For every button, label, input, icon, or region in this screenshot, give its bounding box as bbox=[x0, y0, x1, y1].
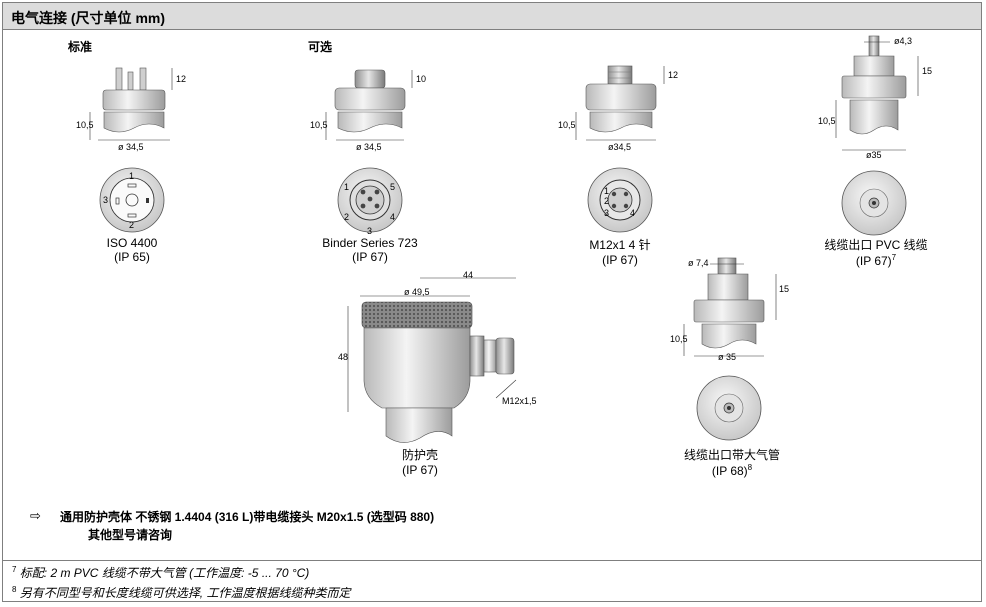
m12-face-view bbox=[587, 167, 653, 233]
iso-dia: ø 34,5 bbox=[118, 142, 144, 152]
iso-pin-2: 2 bbox=[129, 220, 135, 230]
label-standard: 标准 bbox=[68, 40, 93, 54]
iso4400-name: ISO 4400 bbox=[106, 236, 158, 250]
iso-h2: 10,5 bbox=[76, 120, 94, 130]
housing-name: 防护壳 bbox=[401, 448, 438, 462]
m12-name: M12x1 4 针 bbox=[589, 238, 651, 252]
pvc-cable-face-view bbox=[841, 170, 907, 236]
footnote-7-text: 标配: 2 m PVC 线缆不带大气管 (工作温度: -5 ... 70 °C) bbox=[19, 566, 310, 580]
section-title: 电气连接 (尺寸单位 mm) bbox=[11, 10, 165, 26]
binder-pin-4: 4 bbox=[390, 212, 396, 222]
vent-cable-side-view bbox=[683, 257, 777, 357]
m12-pin-4: 4 bbox=[630, 208, 636, 218]
pvc-cable-side-view bbox=[835, 35, 919, 151]
vent-cable-ip: (IP 68) bbox=[711, 464, 748, 478]
pvc-cable-name: 线缆出口 PVC 线缆 bbox=[824, 238, 928, 252]
binder-side-view bbox=[325, 69, 413, 141]
caption-binder: Binder Series 723 (IP 67) bbox=[300, 236, 440, 264]
m12-dia: ø34,5 bbox=[608, 142, 632, 152]
arrow-icon: ⇨ bbox=[30, 508, 41, 523]
iso4400-side-view bbox=[89, 67, 173, 141]
footnote-8-num: 8 bbox=[12, 585, 17, 594]
housing-thread: M12x1,5 bbox=[502, 396, 537, 406]
pvc-h2: 10,5 bbox=[818, 116, 836, 126]
binder-pin-1: 1 bbox=[344, 182, 350, 192]
note-line-2: 其他型号请咨询 bbox=[88, 528, 173, 542]
m12-ip: (IP 67) bbox=[602, 253, 638, 267]
vent-dia: ø 35 bbox=[718, 352, 737, 362]
binder-face-view bbox=[337, 167, 403, 233]
footnote-separator bbox=[2, 560, 982, 561]
housing-height: 48 bbox=[338, 352, 349, 362]
iso4400-face-view bbox=[99, 167, 165, 233]
m12-pin-1: 1 bbox=[604, 186, 610, 196]
pvc-h1: 15 bbox=[922, 66, 933, 76]
caption-m12: M12x1 4 针 (IP 67) bbox=[570, 236, 670, 267]
iso-h1: 12 bbox=[176, 74, 187, 84]
iso-pin-3: 3 bbox=[103, 195, 109, 205]
note-line-1: 通用防护壳体 不锈钢 1.4404 (316 L)带电缆接头 M20x1.5 (… bbox=[60, 510, 435, 524]
binder-dia: ø 34,5 bbox=[356, 142, 382, 152]
vent-cable-face-view bbox=[696, 375, 762, 441]
vent-cable-name: 线缆出口带大气管 bbox=[683, 448, 780, 462]
m12-pin-2: 2 bbox=[604, 196, 610, 206]
binder-h1: 10 bbox=[416, 74, 427, 84]
binder-pin-3: 3 bbox=[367, 226, 373, 236]
footnote-7-num: 7 bbox=[12, 565, 17, 574]
vent-top-dia: ø 7,4 bbox=[688, 258, 709, 268]
binder-h2: 10,5 bbox=[310, 120, 328, 130]
caption-vent-cable: 线缆出口带大气管 (IP 68)8 bbox=[676, 446, 788, 478]
vent-cable-footnote-ref: 8 bbox=[747, 463, 753, 472]
binder-ip: (IP 67) bbox=[352, 250, 388, 264]
footnote-8-text: 另有不同型号和长度线缆可供选择, 工作温度根据线缆种类而定 bbox=[19, 586, 351, 600]
housing-width: 44 bbox=[463, 270, 474, 280]
pvc-top-dia: ø4,3 bbox=[894, 36, 913, 46]
section-header: 电气连接 (尺寸单位 mm) bbox=[2, 2, 982, 30]
m12-h2: 10,5 bbox=[558, 120, 576, 130]
binder-name: Binder Series 723 bbox=[322, 236, 418, 250]
iso-pin-1: 1 bbox=[129, 171, 135, 181]
m12-h1: 12 bbox=[668, 70, 679, 80]
pvc-dia: ø35 bbox=[866, 150, 882, 160]
footnote-8: 8 另有不同型号和长度线缆可供选择, 工作温度根据线缆种类而定 bbox=[12, 584, 350, 601]
housing-ip: (IP 67) bbox=[402, 463, 438, 477]
housing-drawing bbox=[347, 277, 517, 443]
housing-dia: ø 49,5 bbox=[404, 287, 430, 297]
vent-h2: 10,5 bbox=[670, 334, 688, 344]
binder-pin-2: 2 bbox=[344, 212, 350, 222]
pvc-cable-ip: (IP 67) bbox=[855, 254, 892, 268]
caption-pvc-cable: 线缆出口 PVC 线缆 (IP 67)7 bbox=[814, 236, 938, 268]
caption-housing: 防护壳 (IP 67) bbox=[380, 446, 460, 477]
iso4400-ip: (IP 65) bbox=[114, 250, 150, 264]
caption-iso4400: ISO 4400 (IP 65) bbox=[82, 236, 182, 264]
vent-h1: 15 bbox=[779, 284, 790, 294]
m12-side-view bbox=[575, 65, 665, 141]
pvc-cable-footnote-ref: 7 bbox=[891, 253, 897, 262]
label-optional: 可选 bbox=[308, 40, 333, 54]
footnote-7: 7 标配: 2 m PVC 线缆不带大气管 (工作温度: -5 ... 70 °… bbox=[12, 564, 309, 581]
m12-pin-3: 3 bbox=[604, 208, 610, 218]
binder-pin-5: 5 bbox=[390, 182, 396, 192]
